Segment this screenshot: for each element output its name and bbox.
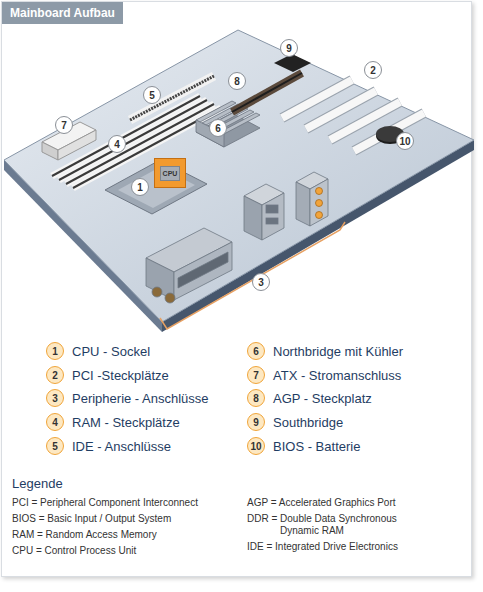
key-text: PCI -Steckplätze — [72, 368, 169, 383]
ide-connector — [130, 76, 214, 120]
glossary-entry: RAM = Random Access Memory — [12, 529, 157, 540]
key-number: 4 — [46, 413, 64, 431]
ide-connector-shape — [130, 76, 214, 120]
peripheral-connectors — [146, 172, 328, 303]
peripheral-connectors-shape — [244, 196, 262, 240]
glossary-entry: DDR = Double Data Synchronous Dynamic RA… — [247, 513, 425, 537]
atx-connector-shape — [42, 142, 58, 160]
key-item: 6 Northbridge mit Kühler — [247, 342, 403, 360]
callout-number: 5 — [143, 86, 161, 104]
callout-text: 4 — [114, 139, 120, 150]
peripheral-connectors-shape — [266, 218, 278, 224]
legend-heading: Legende — [12, 476, 63, 491]
peripheral-connectors-shape — [316, 200, 323, 207]
key-text: RAM - Steckplätze — [72, 415, 180, 430]
board-shape — [4, 30, 474, 322]
callout-number: 4 — [108, 135, 126, 153]
callout-number: 6 — [209, 119, 227, 137]
callout-number: 3 — [252, 273, 270, 291]
title-tab: Mainboard Aufbau — [2, 2, 123, 24]
pci-slots-shape — [354, 113, 424, 151]
peripheral-connectors-shape — [174, 242, 232, 300]
peripheral-connectors-shape — [165, 293, 175, 303]
key-text: ATX - Stromanschluss — [273, 368, 401, 383]
peripheral-connectors-shape — [266, 205, 278, 213]
key-text: Northbridge mit Kühler — [273, 344, 403, 359]
key-text: BIOS - Batterie — [273, 439, 360, 454]
callout-number: 2 — [364, 61, 382, 79]
key-item: 5 IDE - Anschlüsse — [46, 437, 171, 455]
key-item: 8 AGP - Steckplatz — [247, 389, 372, 407]
key-text: AGP - Steckplatz — [273, 391, 372, 406]
callout-text: 10 — [399, 136, 410, 147]
callout-number: 8 — [228, 72, 246, 90]
key-number: 6 — [247, 342, 265, 360]
northbridge-heatsink — [196, 101, 260, 147]
glossary-entry: IDE = Integrated Drive Electronics — [247, 541, 398, 552]
callout-text: 1 — [137, 182, 143, 193]
callout-text: 8 — [234, 76, 240, 87]
peripheral-connectors-shape — [316, 212, 323, 219]
board — [4, 30, 474, 332]
callout-text: 6 — [215, 123, 221, 134]
key-number: 3 — [46, 389, 64, 407]
key-number: 10 — [247, 437, 265, 455]
peripheral-bracket — [160, 222, 345, 329]
key-text: IDE - Anschlüsse — [72, 439, 171, 454]
glossary-entry: BIOS = Basic Input / Output System — [12, 513, 171, 524]
chip-label: CPU — [160, 166, 181, 181]
peripheral-bracket-shape — [160, 222, 345, 329]
key-text: CPU - Sockel — [72, 344, 150, 359]
callout-number: 9 — [280, 39, 298, 57]
callout-text: 2 — [370, 65, 376, 76]
key-item: 1 CPU - Sockel — [46, 342, 150, 360]
ide-connector-shape — [130, 76, 214, 120]
key-text: Peripherie - Anschlüsse — [72, 391, 209, 406]
key-number: 9 — [247, 413, 265, 431]
key-item: 10 BIOS - Batterie — [247, 437, 360, 455]
callout-text: 9 — [286, 43, 292, 54]
key-item: 7 ATX - Stromanschluss — [247, 366, 401, 384]
glossary-entry: AGP = Accelerated Graphics Port — [247, 497, 396, 508]
glossary-entry: PCI = Peripheral Component Interconnect — [12, 497, 198, 508]
southbridge-chip-shape — [274, 54, 311, 72]
callout-text: 5 — [149, 90, 155, 101]
key-item: 4 RAM - Steckplätze — [46, 413, 180, 431]
key-number: 2 — [46, 366, 64, 384]
pci-slots-shape — [354, 113, 424, 151]
callout-number: 7 — [55, 116, 73, 134]
cpu-chip: CPU — [154, 158, 186, 188]
key-number: 1 — [46, 342, 64, 360]
glossary-entry: CPU = Control Process Unit — [12, 545, 136, 556]
peripheral-connectors-shape — [152, 287, 162, 297]
callout-text: 3 — [258, 277, 264, 288]
key-text: Southbridge — [273, 415, 343, 430]
key-number: 7 — [247, 366, 265, 384]
pci-slots — [282, 80, 424, 151]
peripheral-connectors-shape — [296, 182, 310, 226]
peripheral-connectors-shape — [262, 193, 284, 240]
peripheral-connectors-shape — [310, 179, 328, 226]
key-item: 3 Peripherie - Anschlüsse — [46, 389, 209, 407]
key-number: 5 — [46, 437, 64, 455]
southbridge-chip — [274, 54, 311, 72]
key-number: 8 — [247, 389, 265, 407]
peripheral-connectors-shape — [178, 252, 228, 288]
key-item: 2 PCI -Steckplätze — [46, 366, 169, 384]
callout-number: 10 — [396, 132, 414, 150]
callout-text: 7 — [61, 120, 67, 131]
peripheral-connectors-shape — [316, 188, 323, 195]
callout-number: 1 — [131, 178, 149, 196]
key-item: 9 Southbridge — [247, 413, 343, 431]
atx-connector-shape — [58, 130, 96, 160]
